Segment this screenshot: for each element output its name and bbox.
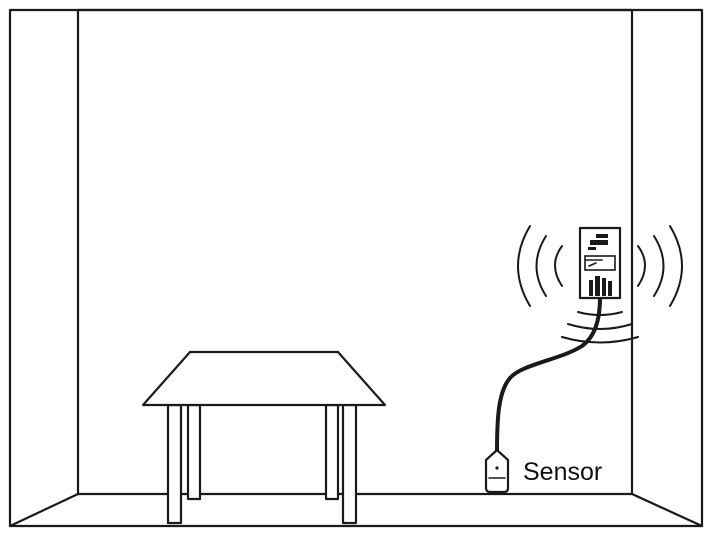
floor-edge-left [8, 492, 80, 528]
sensor-body [484, 448, 510, 494]
floor-edge-right [630, 492, 704, 528]
sensor-dot [495, 466, 499, 470]
table [141, 350, 387, 525]
device-panel [584, 255, 616, 271]
wall-device [578, 226, 622, 300]
table-leg-front-left [166, 403, 183, 525]
sensor [484, 448, 510, 494]
signal-waves-right [637, 225, 683, 307]
signal-waves-left [517, 225, 563, 307]
table-leg-back-left [186, 403, 202, 501]
table-top [141, 350, 387, 407]
wave-left-outer [517, 225, 531, 307]
device-panel-mark [588, 262, 597, 267]
wave-bottom-outer [561, 336, 639, 344]
device-display-icon [588, 234, 608, 250]
sensor-cable [495, 296, 602, 454]
wave-left-inner [554, 245, 563, 287]
wave-right-middle [653, 235, 665, 297]
device-connector [589, 276, 612, 296]
wave-bottom-middle [567, 323, 633, 330]
table-leg-front-right [341, 403, 358, 525]
wave-right-inner [637, 245, 646, 287]
wave-right-outer [669, 225, 683, 307]
table-leg-back-right [324, 403, 340, 501]
signal-waves-bottom [561, 311, 639, 344]
sensor-label: Sensor [523, 458, 602, 486]
wave-left-middle [535, 235, 547, 297]
wave-bottom-inner [577, 311, 623, 316]
